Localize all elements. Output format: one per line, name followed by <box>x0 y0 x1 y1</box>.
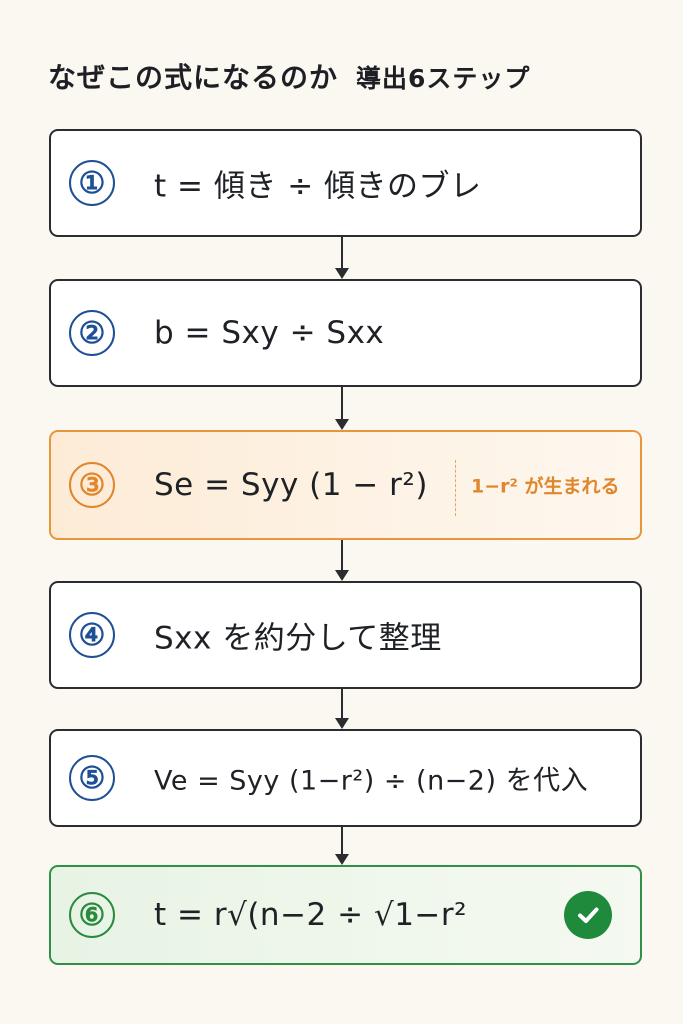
step-3-divider <box>455 460 456 516</box>
arrow-down-icon <box>335 540 349 581</box>
step-4-number: ④ <box>69 612 115 658</box>
arrow-down-icon <box>335 689 349 729</box>
arrow-down-icon <box>335 387 349 430</box>
step-6-number: ⑥ <box>69 892 115 938</box>
step-1-formula: t = 傾き ÷ 傾きのブレ <box>154 168 482 205</box>
step-3-formula: Se = Syy (1 − r²) <box>154 467 428 503</box>
step-5-number: ⑤ <box>69 755 115 801</box>
step-1-box: ① t = 傾き ÷ 傾きのブレ <box>49 129 642 237</box>
step-5-formula: Ve = Syy (1−r²) ÷ (n−2) を代入 <box>154 765 589 797</box>
step-4-box: ④ Sxx を約分して整理 <box>49 581 642 689</box>
step-2-formula: b = Sxy ÷ Sxx <box>154 315 385 351</box>
step-3-number: ③ <box>69 462 115 508</box>
arrow-down-icon <box>335 237 349 279</box>
step-3-note: 1−r² が生まれる <box>471 475 620 498</box>
check-circle-icon <box>564 891 612 939</box>
title-sub: 導出6ステップ <box>356 64 531 93</box>
step-2-number: ② <box>69 310 115 356</box>
arrow-down-icon <box>335 827 349 865</box>
step-4-formula: Sxx を約分して整理 <box>154 620 442 657</box>
step-6-box: ⑥ t = r√(n−2 ÷ √1−r² <box>49 865 642 965</box>
step-5-box: ⑤ Ve = Syy (1−r²) ÷ (n−2) を代入 <box>49 729 642 827</box>
step-1-number: ① <box>69 160 115 206</box>
title-main: なぜこの式になるのか <box>48 61 339 94</box>
step-3-box: ③ Se = Syy (1 − r²) 1−r² が生まれる <box>49 430 642 540</box>
page-title: なぜこの式になるのか 導出6ステップ <box>48 56 530 96</box>
step-6-formula: t = r√(n−2 ÷ √1−r² <box>154 897 468 933</box>
step-2-box: ② b = Sxy ÷ Sxx <box>49 279 642 387</box>
